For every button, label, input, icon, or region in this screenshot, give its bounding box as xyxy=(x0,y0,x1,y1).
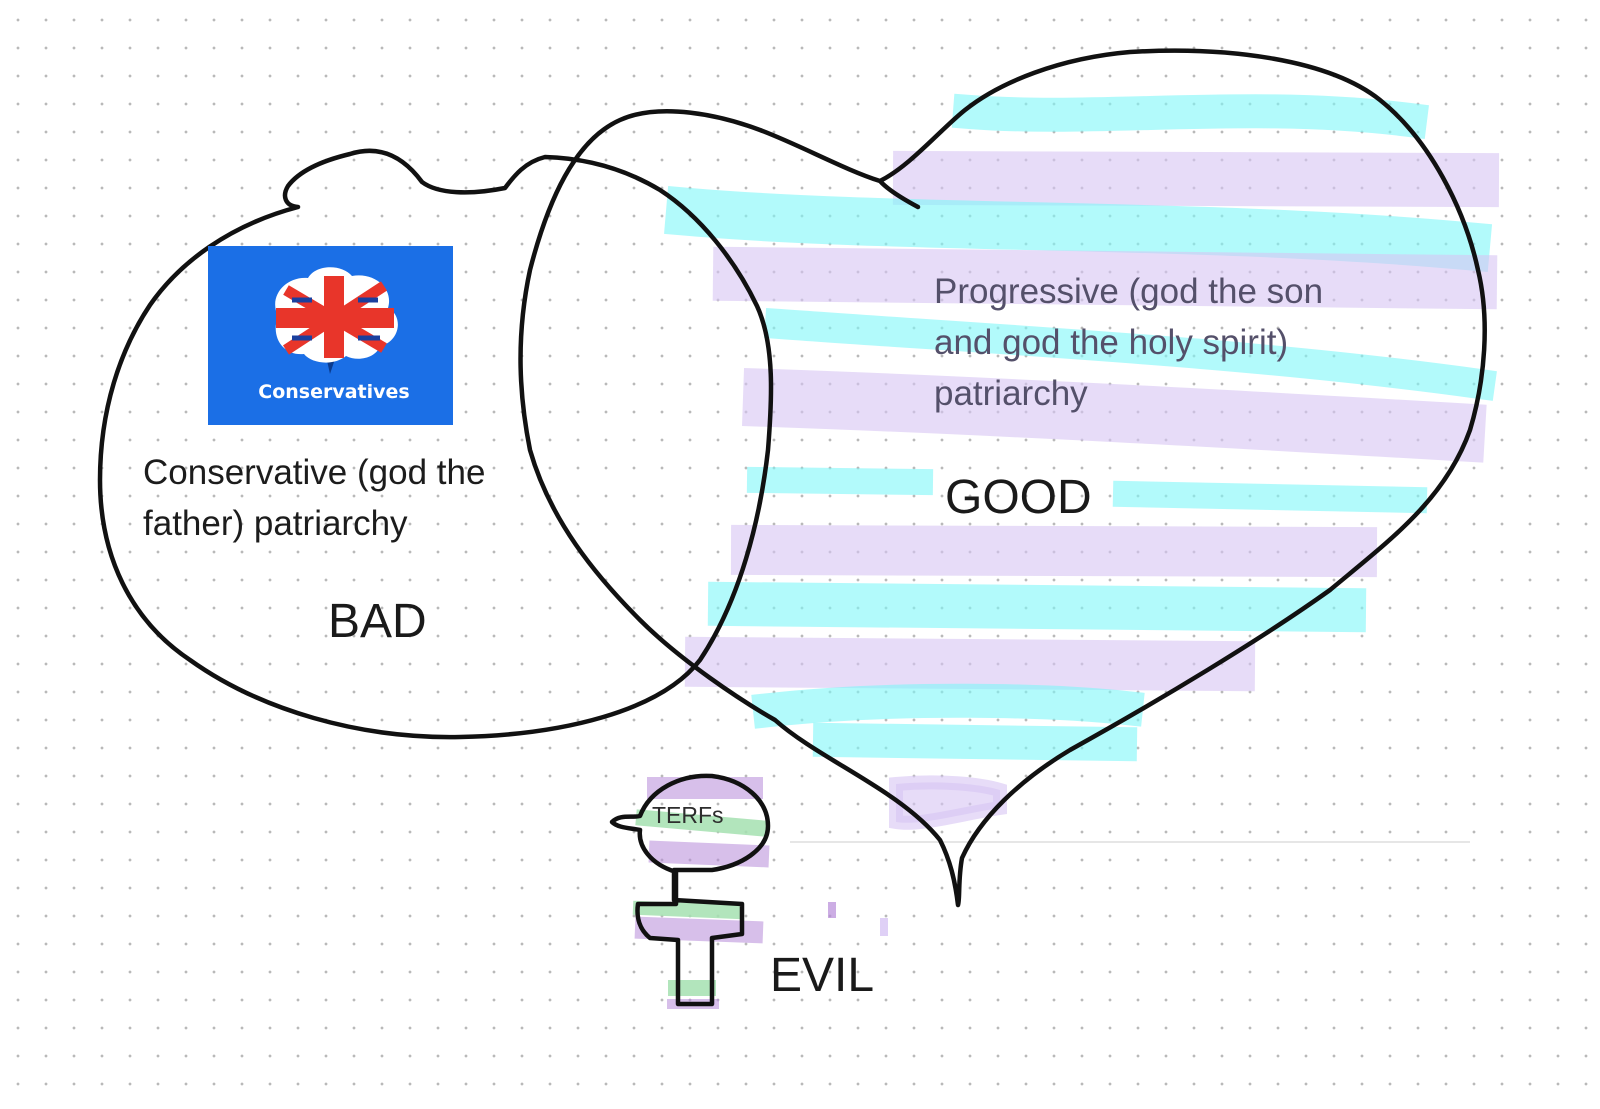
venus-symbol-outline xyxy=(609,773,771,1007)
conservatives-party-logo: Conservatives xyxy=(208,246,453,425)
bad-verdict-label: BAD xyxy=(328,595,427,648)
bad-description-line-1: Conservative (god the xyxy=(143,453,486,492)
bad-region-outline xyxy=(97,148,774,740)
good-description-line-2: and god the holy spirit) xyxy=(934,323,1289,362)
evil-verdict-label: EVIL xyxy=(770,949,875,1002)
bad-description-line-2: father) patriarchy xyxy=(143,504,408,543)
bad-region-description: Conservative (god the father) patriarchy xyxy=(143,447,485,549)
heart-highlighter-fill xyxy=(664,93,1500,936)
union-jack-tree-icon xyxy=(275,267,398,374)
good-verdict-label: GOOD xyxy=(945,471,1092,524)
good-description-line-1: Progressive (god the son xyxy=(934,272,1324,311)
good-region-description: Progressive (god the son and god the hol… xyxy=(934,266,1323,419)
good-description-line-3: patriarchy xyxy=(934,374,1088,413)
terfs-label: TERFs xyxy=(652,802,724,828)
logo-wordmark: Conservatives xyxy=(258,381,409,403)
venus-highlighter-fill xyxy=(632,777,770,1009)
good-region-outline xyxy=(518,48,1487,908)
